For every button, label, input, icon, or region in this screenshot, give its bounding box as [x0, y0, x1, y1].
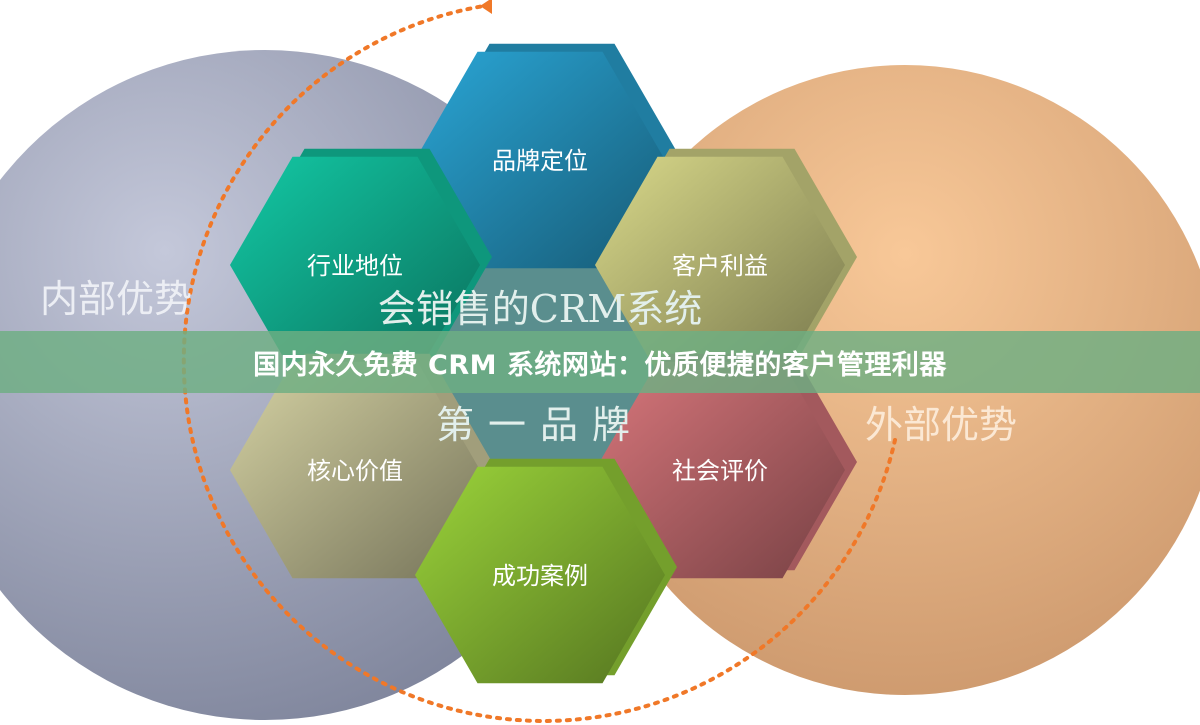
hexagon-label: 成功案例 [492, 562, 588, 590]
hexagon-1: 品牌定位 [415, 43, 677, 269]
left-circle-label: 内部优势 [40, 277, 192, 321]
hexagon-3: 客户利益 [595, 148, 857, 374]
hexagon-6: 成功案例 [415, 458, 677, 684]
hexagon-face [415, 466, 665, 684]
hexagon-face [415, 51, 665, 269]
arc-arrowhead [480, 0, 492, 14]
right-circle-label: 外部优势 [865, 403, 1017, 447]
hexagon-4: 核心价值 [230, 353, 492, 579]
hexagon-label: 品牌定位 [492, 147, 588, 175]
hexagon-label: 行业地位 [307, 252, 403, 280]
hexagon-label: 客户利益 [672, 252, 768, 280]
page-title: 国内永久免费 CRM 系统网站：优质便捷的客户管理利器 [253, 349, 947, 381]
hexagon-label: 核心价值 [307, 457, 403, 485]
title-banner: 国内永久免费 CRM 系统网站：优质便捷的客户管理利器 [0, 331, 1200, 393]
center-title: 会销售的CRM系统 [378, 287, 703, 331]
hexagon-face [595, 361, 845, 579]
hexagon-2: 行业地位 [230, 148, 492, 374]
hexagon-5: 社会评价 [595, 353, 857, 579]
hexagon-face [230, 361, 480, 579]
center-subtitle: 第一品牌 [436, 403, 644, 447]
hexagon-face [230, 156, 480, 374]
hexagon-label: 社会评价 [672, 457, 768, 485]
hexagon-face [595, 156, 845, 374]
dashed-arc [181, 3, 897, 723]
